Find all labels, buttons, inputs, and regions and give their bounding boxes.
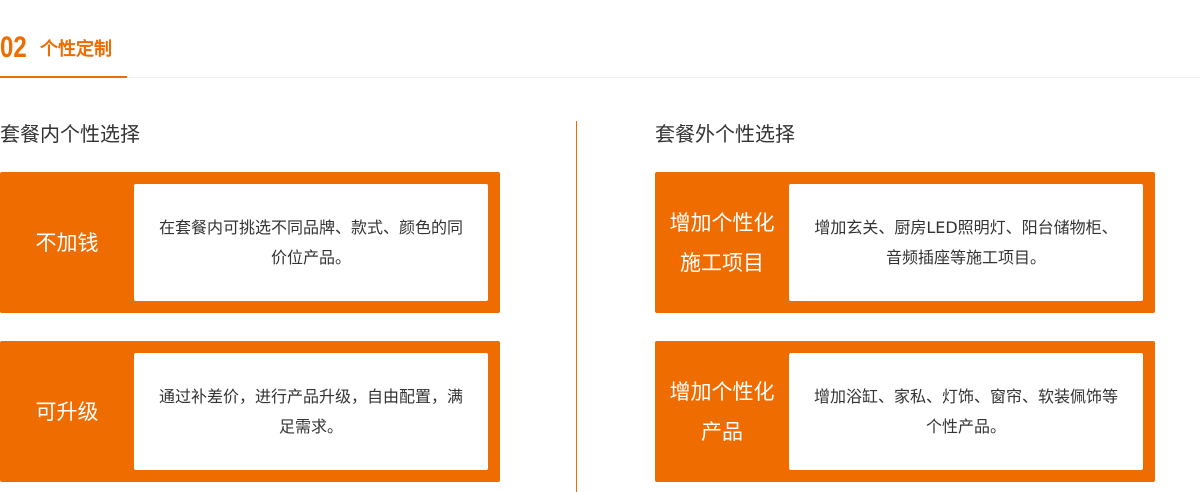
card-custom-products: 增加个性化产品 增加浴缸、家私、灯饰、窗帘、软装佩饰等个性产品。 — [655, 341, 1155, 482]
section-number: 02 — [0, 31, 27, 64]
card-label: 不加钱 — [35, 230, 99, 255]
card-text: 增加玄关、厨房LED照明灯、阳台储物柜、音频插座等施工项目。 — [789, 184, 1143, 301]
card-no-extra-cost: 不加钱 在套餐内可挑选不同品牌、款式、颜色的同价位产品。 — [0, 172, 500, 313]
card-upgrade: 可升级 通过补差价，进行产品升级，自由配置，满足需求。 — [0, 341, 500, 482]
card-label: 可升级 — [35, 399, 99, 424]
card-text: 在套餐内可挑选不同品牌、款式、颜色的同价位产品。 — [134, 184, 488, 301]
header-divider — [0, 77, 1200, 78]
section-title: 个性定制 — [40, 39, 112, 60]
card-label: 增加个性化产品 — [669, 379, 775, 444]
card-text: 增加浴缸、家私、灯饰、窗帘、软装佩饰等个性产品。 — [789, 353, 1143, 470]
card-text: 通过补差价，进行产品升级，自由配置，满足需求。 — [134, 353, 488, 470]
header-underline — [0, 76, 127, 78]
card-label: 增加个性化施工项目 — [669, 210, 775, 275]
column-divider — [576, 121, 577, 492]
left-heading: 套餐内个性选择 — [0, 122, 140, 146]
section-header: 02 个性定制 — [0, 30, 112, 66]
right-heading: 套餐外个性选择 — [655, 122, 795, 146]
card-custom-construction: 增加个性化施工项目 增加玄关、厨房LED照明灯、阳台储物柜、音频插座等施工项目。 — [655, 172, 1155, 313]
